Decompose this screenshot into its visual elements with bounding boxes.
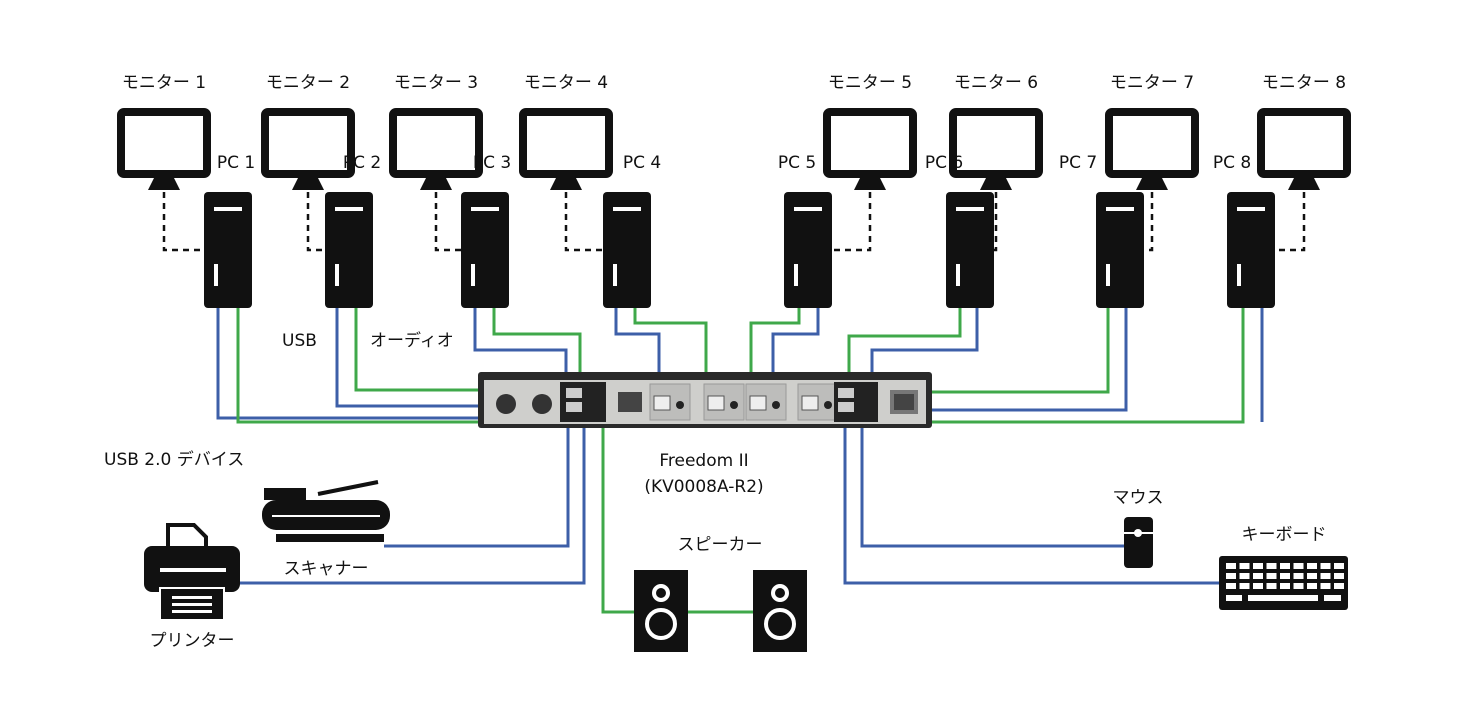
pc-tower-8 [1227,192,1275,308]
mouse-label: マウス [1113,488,1164,508]
scanner-icon [262,480,390,542]
kvm-switch [478,372,932,428]
pc-label: PC 1 [217,153,255,173]
pc-tower-5 [784,192,832,308]
keyboard-label: キーボード [1242,525,1327,545]
monitor-label: モニター 7 [1110,73,1194,93]
usb-cable-pc3 [473,308,568,372]
usb-cable-pc7 [932,308,1128,412]
monitor-label: モニター 6 [954,73,1038,93]
audio-cable-pc1 [236,308,478,424]
usb-legend-label: USB [282,331,317,351]
pc-tower-2 [325,192,373,308]
usb-cable-pc6 [870,308,979,372]
usb-cable-printer [240,428,586,585]
speaker-left-icon [634,570,688,652]
printer-label: プリンター [150,631,235,651]
scanner-label: スキャナー [284,559,369,579]
usb-cable-pc5 [771,308,820,372]
audio-cable-pc4 [633,308,708,372]
monitor-label: モニター 3 [394,73,478,93]
pc-label: PC 7 [1059,153,1097,173]
monitor-4 [519,108,613,190]
audio-legend-label: オーディオ [370,330,454,351]
device-model: (KV0008A-R2) [644,477,763,497]
usb-cable-mouse [860,428,1124,548]
usb-cable-pc4 [614,308,661,372]
pc-label: PC 5 [778,153,816,173]
pc-tower-7 [1096,192,1144,308]
usb-cable-pc2 [335,308,478,408]
usb-cable-pc1 [216,308,478,420]
pc-tower-1 [204,192,252,308]
monitor-6 [949,108,1043,190]
pc-tower-6 [946,192,994,308]
pc-label: PC 3 [473,153,511,173]
monitor-8 [1257,108,1351,190]
monitor-label: モニター 5 [828,73,912,93]
pc-label: PC 4 [623,153,661,173]
usb-cable-keyboard [843,428,1219,585]
audio-cable-pc5 [749,308,801,372]
audio-cable-pc7 [932,308,1110,394]
monitor-7 [1105,108,1199,190]
keyboard-icon [1219,556,1348,610]
device-name: Freedom II [659,451,748,471]
audio-cable-pc2 [354,308,478,392]
audio-cable-pc3 [492,308,582,372]
monitor-5 [823,108,917,190]
pc-label: PC 6 [925,153,963,173]
monitor-1 [117,108,211,190]
pc-tower-3 [461,192,509,308]
audio-cable-pc6 [847,308,962,372]
audio-cable-speaker [601,428,634,614]
speaker-right-icon [753,570,807,652]
pc-tower-4 [603,192,651,308]
monitor-2 [261,108,355,190]
mouse-icon [1124,517,1153,568]
pc-label: PC 8 [1213,153,1251,173]
monitor-label: モニター 2 [266,73,350,93]
monitor-label: モニター 4 [524,73,608,93]
monitor-label: モニター 8 [1262,73,1346,93]
pc-label: PC 2 [343,153,381,173]
monitor-3 [389,108,483,190]
monitor-label: モニター 1 [122,73,206,93]
printer-icon [144,523,240,621]
usb-cable-scanner [384,428,570,548]
speaker-label: スピーカー [678,535,763,555]
usb-devices-label: USB 2.0 デバイス [104,449,244,470]
audio-cable-pc8 [932,308,1245,424]
